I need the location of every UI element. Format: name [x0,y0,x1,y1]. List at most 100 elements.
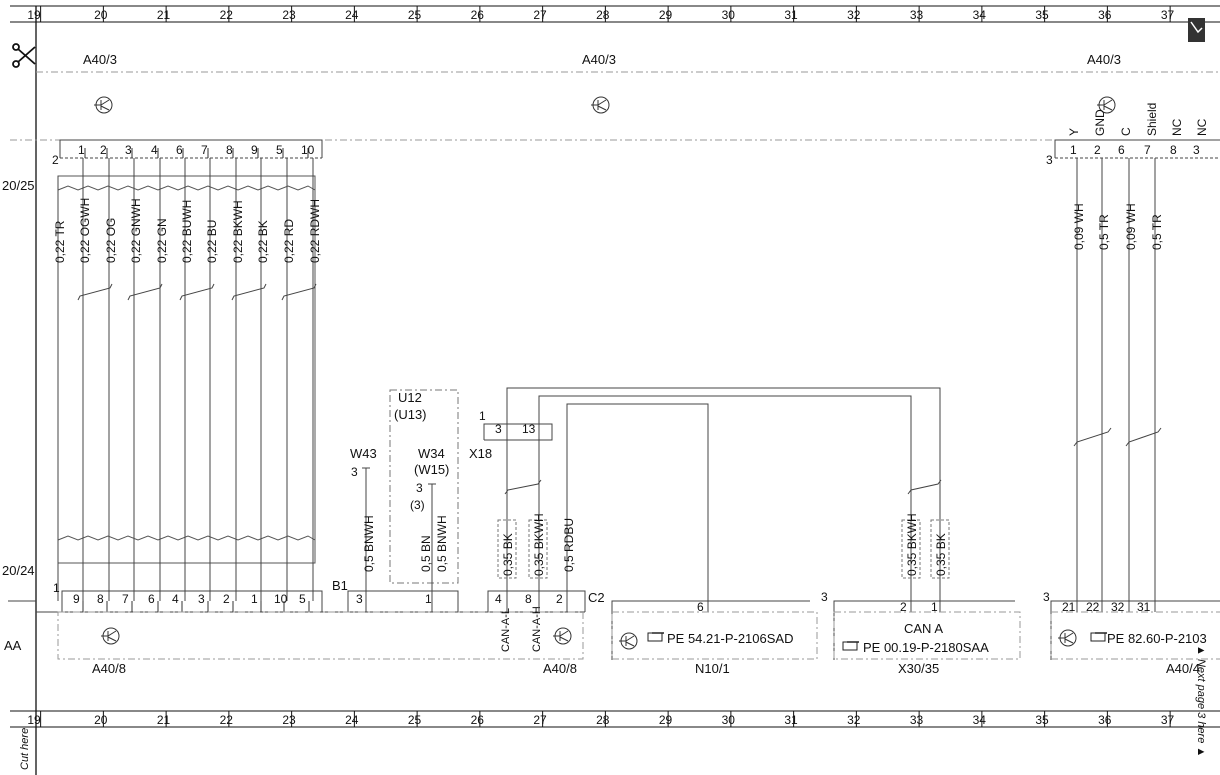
ruler-number: 22 [220,8,234,22]
ruler-number: 37 [1161,8,1175,22]
ruler-number: 26 [471,8,485,22]
right-pin: 8 [1170,143,1177,157]
top-left-wire-label: 0,22 BK [256,220,270,263]
transistor-symbol-icon [1097,96,1116,114]
top-left-wire-label: 0,22 BKWH [231,200,245,263]
right-pin: 2 [1094,143,1101,157]
x30-ref: PE 00.19-P-2180SAA [863,640,989,655]
bottom-left-pin: 7 [122,592,129,606]
w34-wire-a: 0,5 BN [419,535,433,572]
right-signal-label: Y [1067,128,1081,136]
right-pin: 3 [1193,143,1200,157]
can-a-h-label: CAN-A-H [531,606,543,652]
c2-pin-8: 8 [525,592,532,606]
b1-pin-1: 1 [425,592,432,606]
top-left-wire-label: 0,22 RD [282,219,296,263]
right-pin: 6 [1118,143,1125,157]
n10-module-label: N10/1 [695,661,730,676]
right-pin: 7 [1144,143,1151,157]
ruler-number: 36 [1098,713,1112,727]
right-wire-label: 0,5 TR [1097,214,1111,250]
ruler-number: 29 [659,713,673,727]
bottom-left-pin: 1 [251,592,258,606]
top-right-connector [1054,139,1220,159]
top-right-module-label: A40/3 [1087,52,1121,67]
ruler-number: 25 [408,713,422,727]
bottom-left-pin: 9 [73,592,80,606]
ruler-number: 31 [784,713,798,727]
right-wire-label: 0,09 WH [1124,203,1138,250]
x18-pin-3: 3 [495,422,502,436]
can-bus-wires [504,387,942,612]
ruler-number: 19 [27,713,41,727]
w43-wire: 0,5 BNWH [362,515,376,572]
bottom-left-pin: 6 [148,592,155,606]
w34-pin-alt: (3) [410,498,425,512]
right-signal-label: NC [1195,118,1209,136]
ruler-number: 33 [910,713,924,727]
top-left-pin: 1 [78,143,85,157]
c2-pin-4: 4 [495,592,502,606]
ruler-number: 30 [722,8,736,22]
pointing-hand-icon [647,632,664,642]
ruler-number: 35 [1035,713,1049,727]
ruler-number: 21 [157,713,171,727]
twisted-pair-marks [77,283,317,301]
ruler-number: 32 [847,8,861,22]
top-left-wire-label: 0,22 TR [53,220,67,263]
u12-box [389,389,459,584]
right-twist-marks [1073,427,1162,447]
right-bottom-pin: 22 [1086,600,1100,614]
pointing-hand-icon [1090,632,1107,642]
right-pin: 1 [1070,143,1077,157]
a40-4-module-box [1050,600,1220,660]
top-left-group-pin: 2 [52,153,59,167]
right-wire-label: 0,09 WH [1072,203,1086,250]
ruler-number: 19 [27,8,41,22]
document-icon [1188,18,1205,42]
can-wire-bk: 0,35 BK [501,533,515,576]
right-bottom-pin: 31 [1137,600,1151,614]
n10-pin-6: 6 [697,600,704,614]
top-left-pin: 6 [176,143,183,157]
b1-pin-3: 3 [356,592,363,606]
ruler-number: 23 [282,8,296,22]
top-left-pin: 4 [151,143,158,157]
bottom-left-pin: 2 [223,592,230,606]
a40-4-module-label: A40/4 [1166,661,1200,676]
u12-label: U12 [398,390,422,405]
top-left-pin: 5 [276,143,283,157]
transistor-symbol-icon [1058,629,1077,647]
right-signal-label: C [1119,127,1133,136]
x30-module-label: X30/35 [898,661,939,676]
top-right-group-pin: 3 [1046,153,1053,167]
can-wire-labels [497,519,950,579]
ruler-number: 34 [973,713,987,727]
u13-label: (U13) [394,407,427,422]
top-left-module-label: A40/3 [83,52,117,67]
w34-label: W34 [418,446,445,461]
ruler-number: 28 [596,713,610,727]
x30-wire-bk: 0,35 BK [934,533,948,576]
x30-can-label: CAN A [904,621,943,636]
top-left-wire-label: 0,22 OGWH [78,198,92,263]
c2-label: C2 [588,590,605,605]
can-a-l-label: CAN-A-L [500,608,512,652]
bottom-left-pin: 10 [274,592,288,606]
right-signal-label: GND [1093,109,1107,136]
top-left-wire-label: 0,22 GNWH [129,198,143,263]
n10-ref: PE 54.21-P-2106SAD [667,631,793,646]
x18-label: X18 [469,446,492,461]
ruler-number: 21 [157,8,171,22]
top-left-wire-label: 0,22 RDWH [308,199,322,263]
a40-4-ref: PE 82.60-P-2103 [1107,631,1207,646]
ruler-number: 24 [345,8,359,22]
x18-group-pin: 1 [479,409,486,423]
w43-pin: 3 [351,465,358,479]
top-left-wire-label: 0,22 OG [104,218,118,263]
a40-8-module-box [57,611,584,660]
